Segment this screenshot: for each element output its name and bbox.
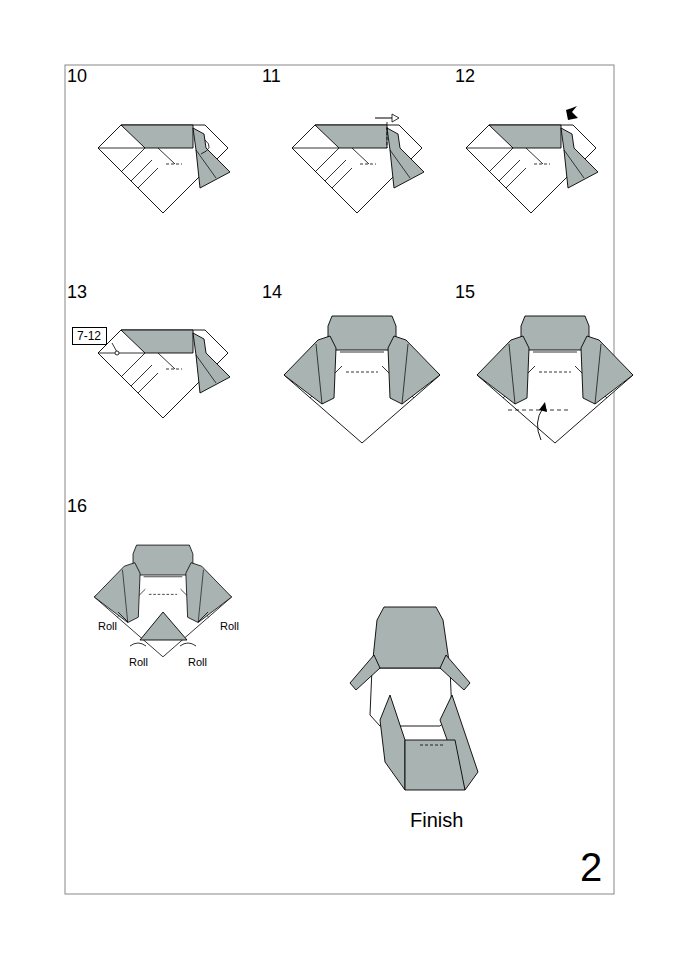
step-number: 12 xyxy=(455,67,475,85)
reference-box: 7-12 xyxy=(72,327,107,345)
finish-caption: Finish xyxy=(410,810,463,830)
instruction-label: Roll xyxy=(128,657,149,668)
step-number: 16 xyxy=(67,497,87,515)
instruction-label: Roll xyxy=(97,621,118,632)
step-number: 13 xyxy=(67,283,87,301)
instruction-label: Roll xyxy=(219,621,240,632)
reference-text: 7-12 xyxy=(77,330,102,342)
step-number: 11 xyxy=(262,67,281,85)
instruction-label: Roll xyxy=(187,657,208,668)
step-number: 15 xyxy=(455,283,475,301)
page-number: 2 xyxy=(580,847,602,887)
step-number: 10 xyxy=(67,67,87,85)
step-number: 14 xyxy=(262,283,282,301)
